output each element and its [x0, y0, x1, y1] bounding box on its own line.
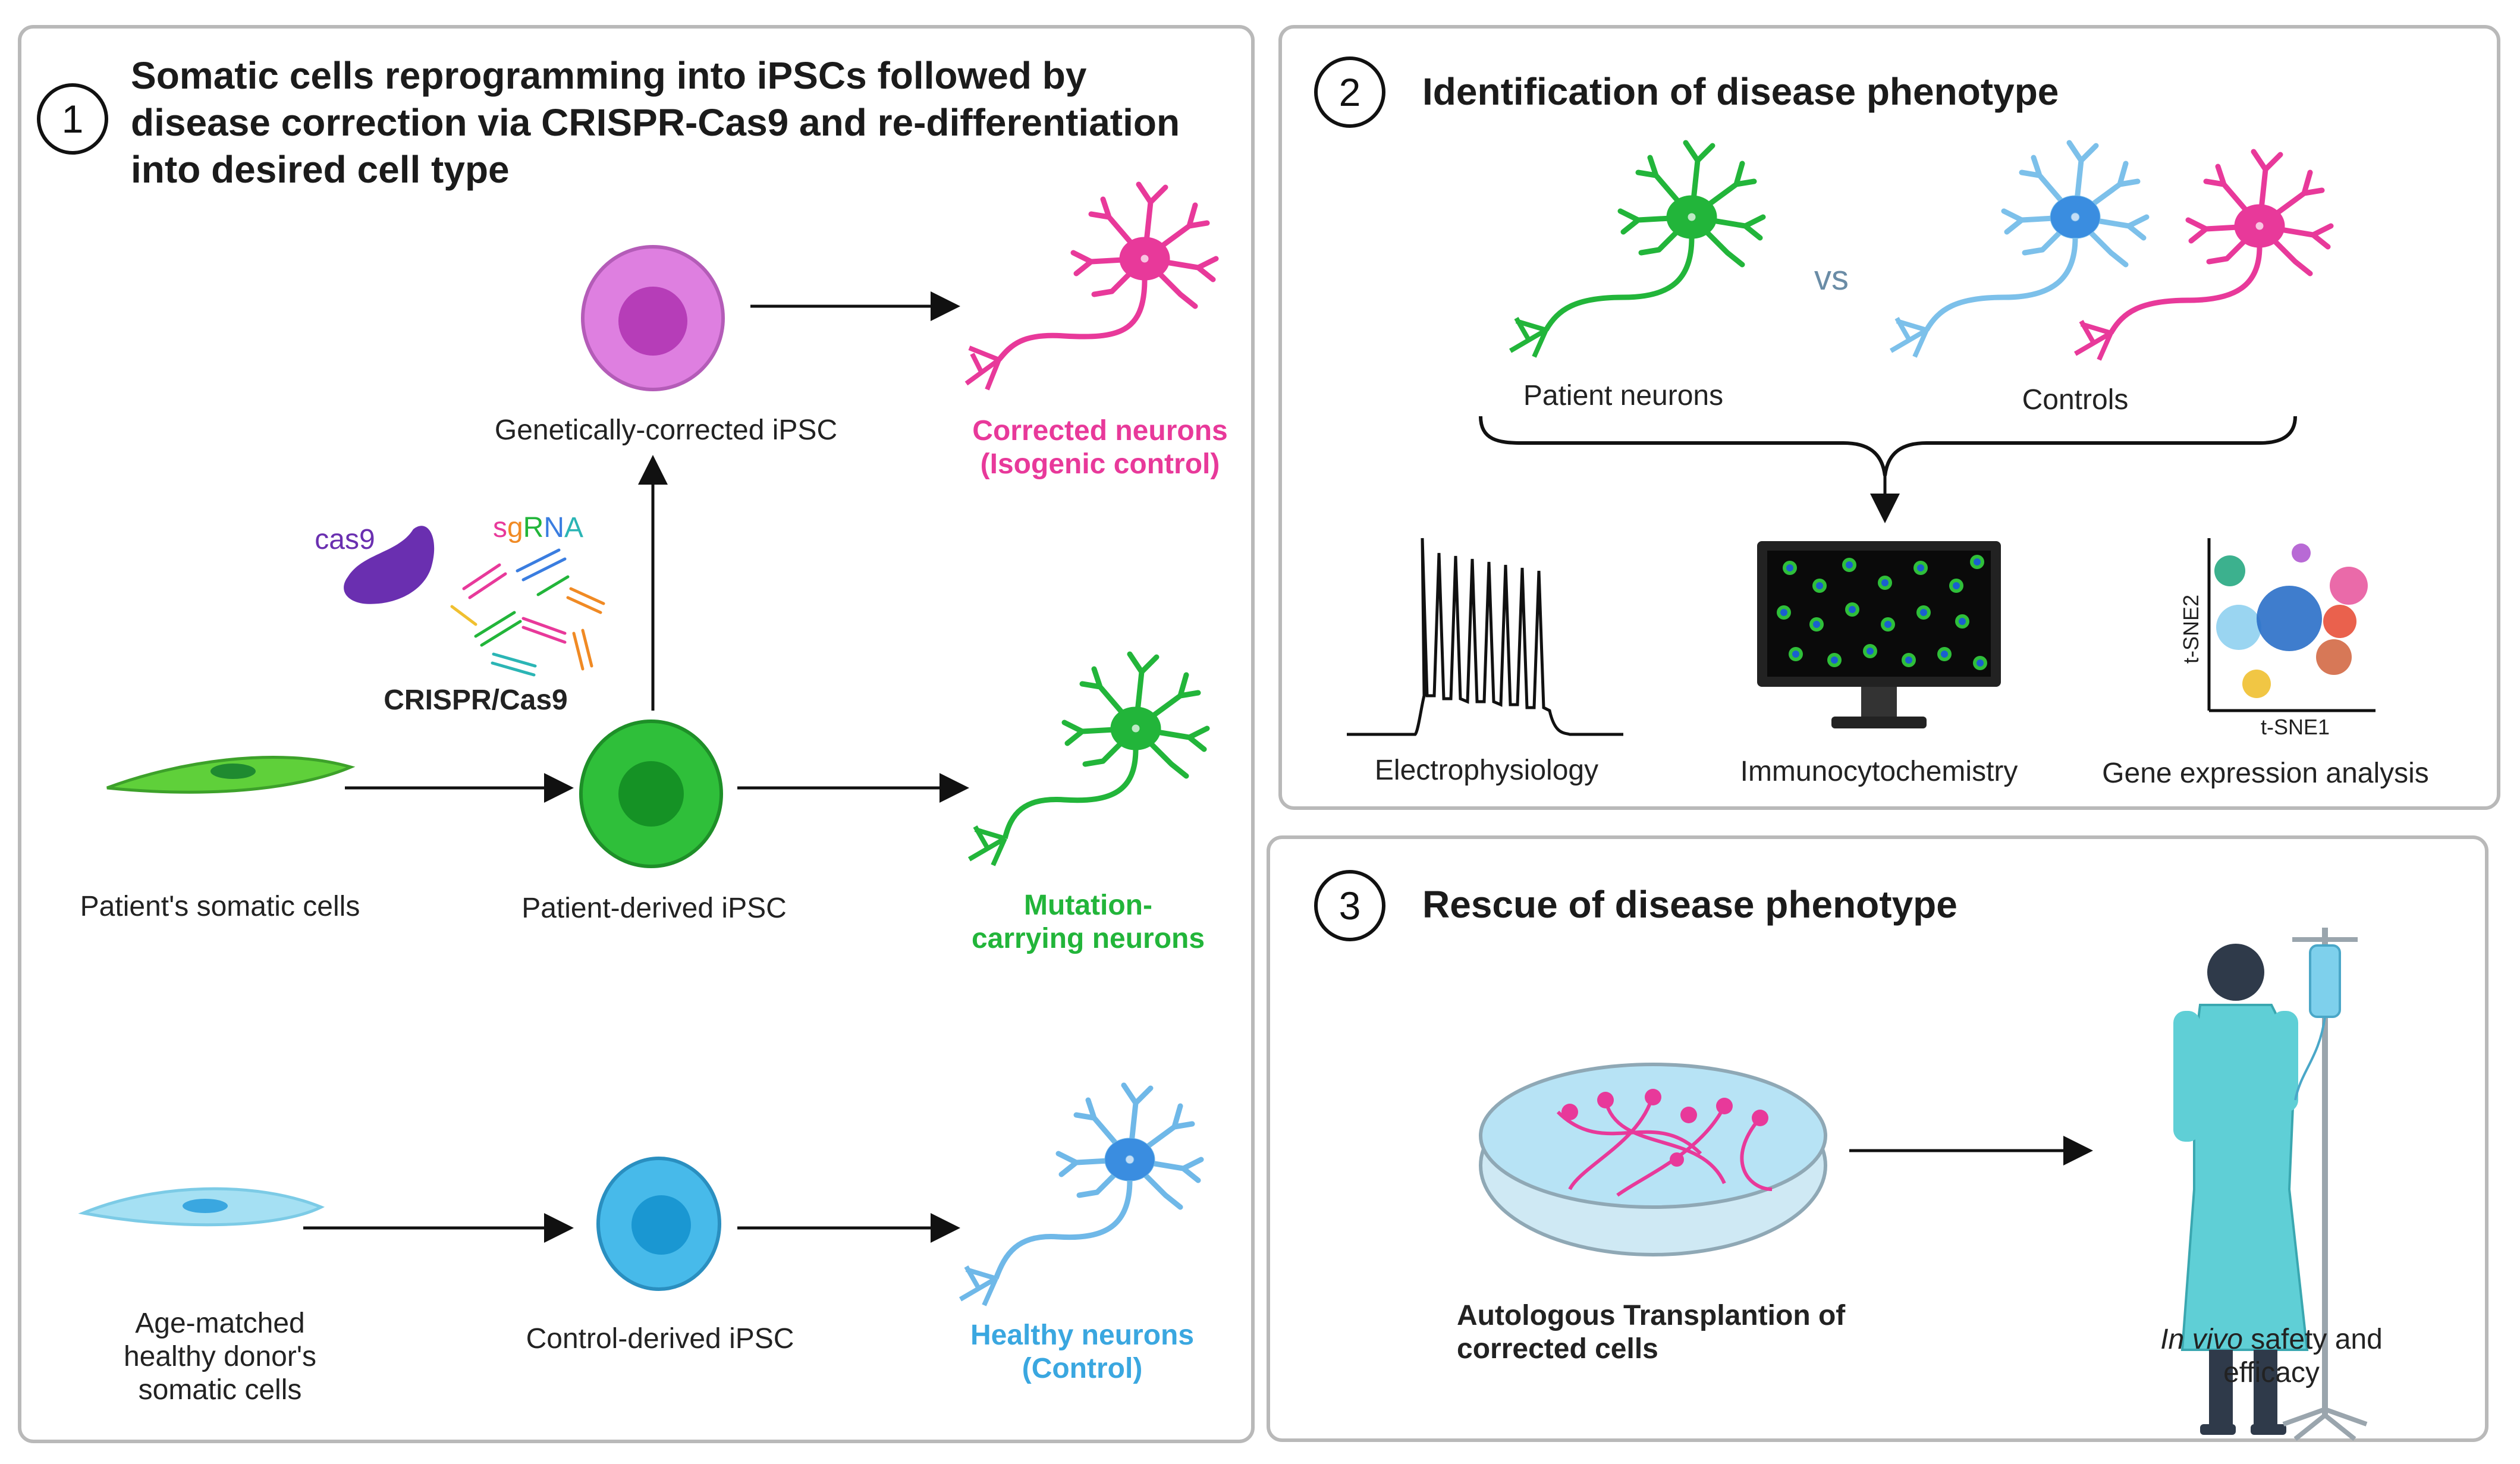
corrected-ipsc-cell [581, 245, 725, 391]
corrected-neurons-label: Corrected neurons (Isogenic control) [945, 414, 1255, 481]
invivo-line-2: efficacy [2223, 1357, 2320, 1388]
panel-2-number: 2 [1314, 56, 1385, 128]
electrophysiology-trace [1347, 538, 1623, 736]
patient-ipsc-label: Patient-derived iPSC [521, 893, 787, 924]
invivo-line-1: In vivo safety and [2129, 1323, 2414, 1356]
corrected-neuron-icon [964, 184, 1216, 391]
immunocytochemistry-cells [1777, 555, 1987, 670]
patient-neurons-label: Patient neurons [1523, 380, 1724, 411]
tsne1-label: t-SNE1 [2260, 715, 2330, 739]
panel-1-title-line-3: into desired cell type [131, 148, 510, 191]
healthy-neurons-line-1: Healthy neurons [970, 1320, 1195, 1351]
iv-stand-icon [2282, 928, 2368, 1441]
sgrna-letter-g: g [507, 512, 523, 543]
healthy-neurons-line-2: (Control) [1022, 1353, 1143, 1384]
crispr-label: CRISPR/Cas9 [384, 684, 568, 716]
panel-1-number: 1 [37, 83, 108, 155]
transplant-line-1: Autologous Transplantion of [1457, 1300, 1846, 1331]
patient-neuron-icon [1509, 143, 1763, 358]
transplant-line-2: corrected cells [1457, 1333, 1658, 1365]
control-ipsc-label: Control-derived iPSC [526, 1323, 794, 1355]
mutation-neuron-icon [967, 654, 1207, 866]
panel1-arrows [303, 291, 969, 1243]
donor-somatic-line-3: somatic cells [138, 1374, 302, 1406]
panel-3-title: Rescue of disease phenotype [1422, 883, 1957, 926]
cas9-protein [344, 526, 435, 604]
tsne2-label: t-SNE2 [2179, 594, 2203, 664]
sgrna-letter-s: s [492, 512, 507, 543]
comparison-bracket [1479, 416, 2297, 476]
cas9-label: cas9 [315, 524, 375, 555]
donor-somatic-line-2: healthy donor's [123, 1341, 317, 1372]
petri-dish-icon [1479, 1063, 1827, 1256]
mutation-neurons-line-2: carrying neurons [971, 923, 1205, 954]
patient-figure-icon [2173, 944, 2309, 1435]
immunocytochemistry-label: Immunocytochemistry [1740, 756, 2018, 787]
panel-1-title: Somatic cells reprogramming into iPSCs f… [131, 52, 1237, 193]
controls-label: Controls [2022, 384, 2129, 416]
sgrna-label: sgRNA [488, 511, 589, 545]
control-ipsc-cell [596, 1157, 721, 1291]
corrected-neurons-line-2: (Isogenic control) [980, 448, 1220, 480]
panel-1-number-text: 1 [61, 97, 84, 141]
healthy-neuron-icon [959, 1085, 1201, 1306]
healthy-neurons-label: Healthy neurons (Control) [934, 1319, 1231, 1386]
patient-somatic-label: Patient's somatic cells [80, 891, 360, 922]
control-neuron-blue-icon [1889, 143, 2147, 358]
panel-1-title-line-2: disease correction via CRISPR-Cas9 and r… [131, 101, 1180, 144]
vs-label: vs [1814, 259, 1849, 297]
donor-somatic-label: Age-matched healthy donor's somatic cell… [95, 1307, 345, 1407]
patient-ipsc-cell [579, 720, 723, 868]
panel-3-number: 3 [1314, 870, 1385, 941]
donor-somatic-line-1: Age-matched [135, 1308, 305, 1339]
transplant-label: Autologous Transplantion of corrected ce… [1457, 1299, 1873, 1366]
control-neuron-pink-icon [2073, 152, 2331, 361]
corrected-neurons-line-1: Corrected neurons [972, 415, 1228, 447]
gene-expression-label: Gene expression analysis [2102, 758, 2429, 789]
sgrna-letter-n: N [543, 512, 565, 543]
electrophysiology-label: Electrophysiology [1374, 755, 1599, 786]
sgrna-letter-a: A [564, 512, 584, 543]
sgrna-letter-r: R [523, 512, 544, 543]
monitor-icon [1757, 541, 2001, 728]
invivo-rest: safety and [2242, 1324, 2383, 1355]
panel-1-title-line-1: Somatic cells reprogramming into iPSCs f… [131, 54, 1087, 97]
invivo-label: In vivo safety and efficacy [2129, 1323, 2414, 1390]
panel-2-number-text: 2 [1338, 70, 1361, 114]
mutation-neurons-line-1: Mutation- [1024, 890, 1152, 921]
genetically-corrected-label: Genetically-corrected iPSC [494, 414, 838, 446]
patient-somatic-cell [106, 756, 356, 794]
panel-2-title: Identification of disease phenotype [1422, 70, 2059, 113]
invivo-italic: In vivo [2160, 1324, 2243, 1355]
tsne-clusters [2214, 543, 2368, 698]
sgrna-molecules [450, 548, 605, 677]
panel-3-number-text: 3 [1338, 884, 1361, 928]
donor-somatic-cell [78, 1187, 325, 1227]
tsne-plot [2207, 538, 2376, 712]
mutation-neurons-label: Mutation- carrying neurons [934, 889, 1243, 956]
